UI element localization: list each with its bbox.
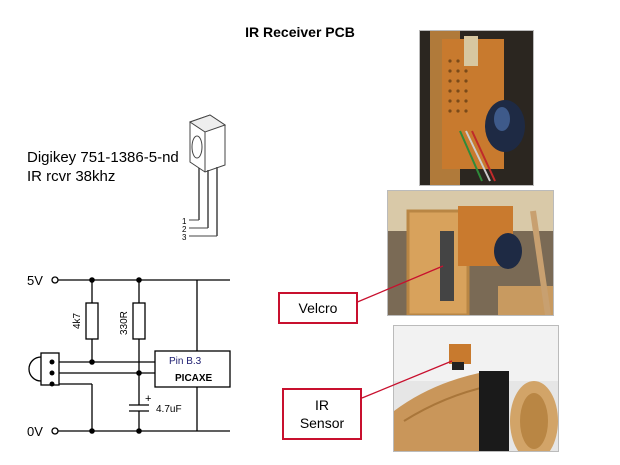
callout-velcro-text: Velcro	[298, 300, 338, 316]
part-number: Digikey 751-1386-5-nd	[27, 149, 179, 166]
resistor-4k7-label: 4k7	[72, 312, 83, 329]
rail-0v-label: 0V	[27, 424, 43, 439]
page-title: IR Receiver PCB	[0, 24, 620, 40]
resistor-330r-label: 330R	[119, 311, 130, 335]
capacitor-plus-label: +	[145, 393, 151, 405]
callout-ir-text: IR	[315, 397, 329, 413]
part-function: IR rcvr 38khz	[27, 168, 116, 185]
ic-name-label: PICAXE	[175, 373, 213, 384]
photo-ir-sensor	[393, 325, 559, 452]
capacitor-label: 4.7uF	[156, 404, 182, 415]
part-description: Digikey 751-1386-5-nd IR rcvr 38khz	[27, 148, 179, 186]
callout-velcro: Velcro	[278, 292, 358, 324]
photo-pcb-top	[419, 30, 534, 186]
page-title-text: IR Receiver PCB	[245, 24, 355, 40]
pin-label-1: 1	[182, 217, 187, 226]
photo-velcro-mount	[387, 190, 554, 316]
callout-ir-sensor: IR Sensor	[282, 388, 362, 440]
pin-label-2: 2	[182, 225, 187, 234]
pin-label-3: 3	[182, 233, 187, 242]
ir-receiver-drawing: 1 2 3	[182, 114, 227, 242]
callout-sensor-text: Sensor	[299, 415, 345, 431]
circuit-schematic: 5V 0V 4k7 330R Pin B.3 PICAXE + 4.7uF	[27, 273, 231, 439]
rail-5v-label: 5V	[27, 273, 43, 288]
ic-pin-label: Pin B.3	[169, 356, 202, 367]
